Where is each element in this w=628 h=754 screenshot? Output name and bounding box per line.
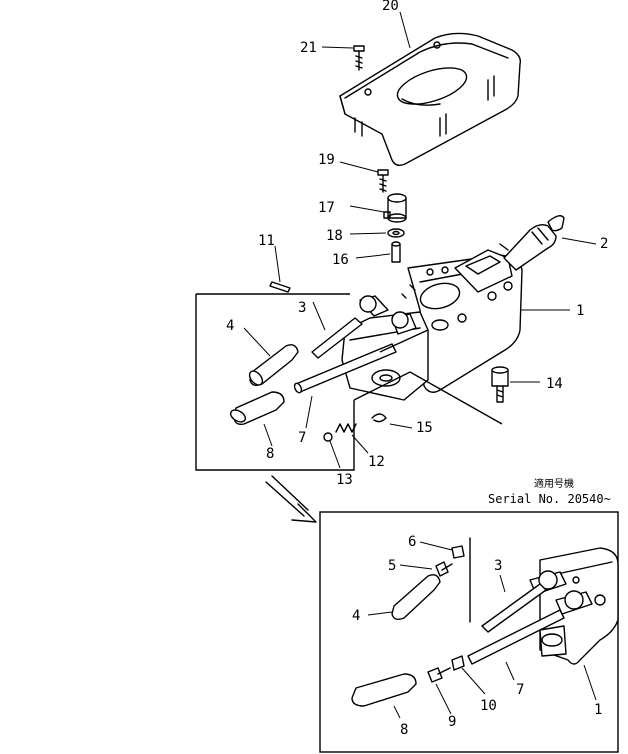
serial-jp-note: 適用号機 [534,477,574,490]
inset-label-4: 4 [352,608,360,624]
inset-rod-part-7 [467,609,565,665]
inset-lever-part-3 [481,583,547,633]
label-4: 4 [226,318,234,334]
label-15: 15 [416,420,433,436]
label-7: 7 [298,430,306,446]
label-20: 20 [382,0,399,14]
control-body-part-1 [401,249,523,393]
ball-part-13 [323,432,333,442]
inset-box [319,511,619,753]
inset-bolt-part-9 [427,667,451,683]
label-3: 3 [298,300,306,316]
label-13: 13 [336,472,353,488]
label-18: 18 [326,228,343,244]
label-12: 12 [368,454,385,470]
inset-label-1: 1 [594,702,602,718]
clip-part-15 [371,413,387,423]
label-17: 17 [318,200,335,216]
grip-part-4 [248,344,299,387]
label-8: 8 [266,446,274,462]
switch-lever-part-2 [499,215,565,271]
inset-label-10: 10 [480,698,497,714]
label-1: 1 [576,303,584,319]
inset-label-9: 9 [448,714,456,730]
serial-number-label: Serial No. 20540~ [488,492,611,506]
bolt-part-14 [491,366,509,403]
leader-lines [243,11,597,469]
cover-part-20 [339,32,522,167]
washer-part-18 [387,228,405,238]
inset-control-body [529,547,619,665]
spring-part-12 [335,423,357,433]
inset-nut-part-6 [451,545,465,559]
pin-part-11 [269,281,291,293]
bolt-part-19 [377,169,389,193]
bolt-part-21 [353,45,365,71]
grip-part-8 [229,391,285,426]
pin-part-16 [391,241,401,263]
inset-nut-part-10 [451,655,465,671]
inset-bolt-part-5 [435,561,453,577]
inset-label-7: 7 [516,682,524,698]
lever-part-3 [311,317,363,359]
inset-grip-part-8 [351,673,417,707]
inset-label-5: 5 [388,558,396,574]
arrow-to-inset [265,475,317,523]
inset-leader-lines [367,541,597,719]
spacer-part-17 [383,193,407,223]
inset-grip-part-4 [391,574,441,621]
inset-label-3: 3 [494,558,502,574]
label-21: 21 [300,40,317,56]
label-19: 19 [318,152,335,168]
label-2: 2 [600,236,608,252]
rod-part-7 [293,343,397,394]
inset-label-8: 8 [400,722,408,738]
label-11: 11 [258,233,275,249]
label-16: 16 [332,252,349,268]
inset-label-6: 6 [408,534,416,550]
assembly-box [195,293,503,471]
label-14: 14 [546,376,563,392]
